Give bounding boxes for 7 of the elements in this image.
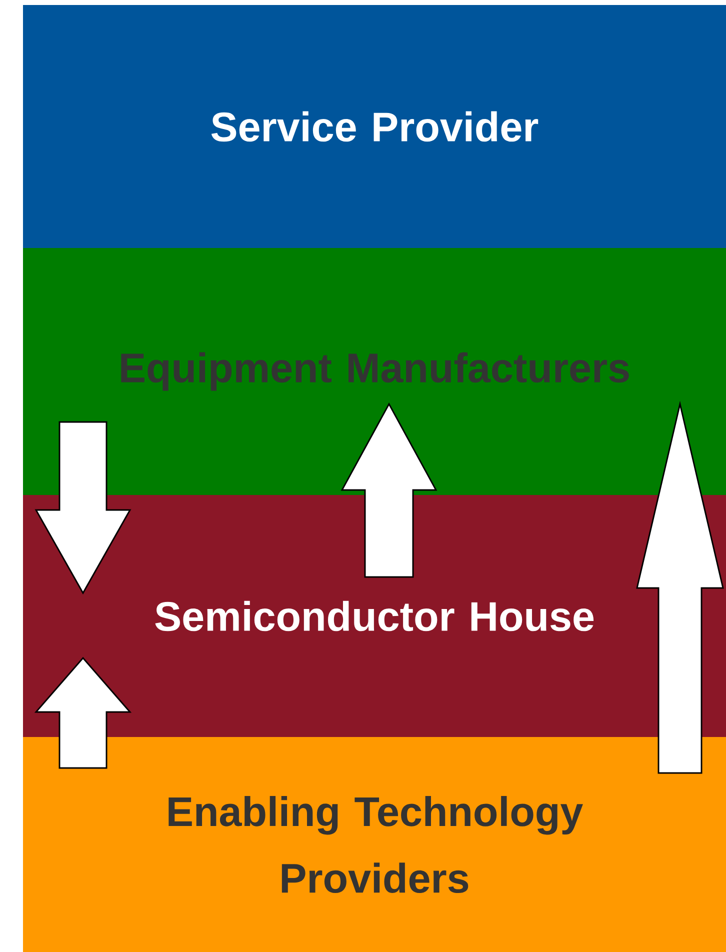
block-arrow bbox=[34, 656, 132, 769]
layer-band: Service Provider bbox=[23, 5, 726, 248]
block-arrow bbox=[34, 421, 132, 594]
block-arrow bbox=[340, 402, 438, 578]
block-arrow bbox=[636, 400, 724, 774]
layer-band: Enabling Technology Providers bbox=[23, 737, 726, 952]
layer-band: Equipment Manufacturers bbox=[23, 248, 726, 495]
